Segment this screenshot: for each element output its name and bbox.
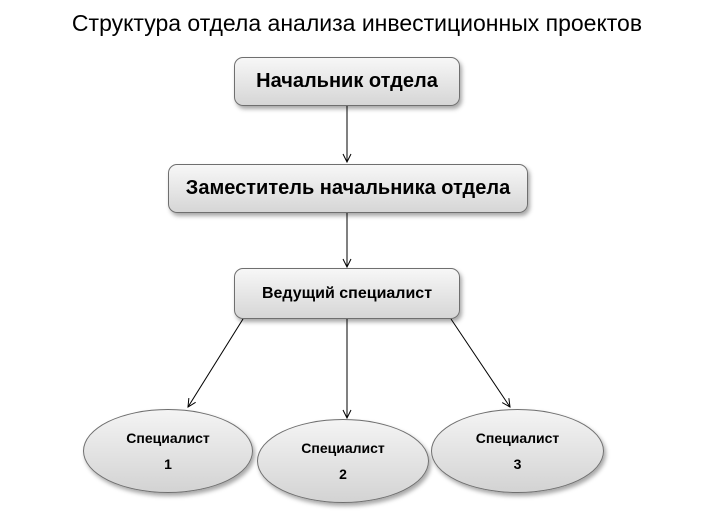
node-head: Начальник отдела — [234, 57, 460, 106]
node-deputy: Заместитель начальника отдела — [168, 164, 528, 213]
node-specialist-1: Специалист 1 — [83, 409, 253, 493]
node-specialist-2: Специалист 2 — [257, 419, 429, 503]
edge-lead-specialist-3 — [450, 318, 510, 407]
specialist-3-number: 3 — [513, 456, 522, 472]
specialist-3-label: Специалист — [475, 430, 560, 446]
specialist-1-number: 1 — [164, 456, 172, 472]
node-head-label: Начальник отдела — [256, 70, 438, 92]
node-lead: Ведущий специалист — [234, 268, 460, 319]
node-specialist-3: Специалист 3 — [431, 409, 604, 493]
diagram-title: Структура отдела анализа инвестиционных … — [71, 10, 643, 36]
specialist-2-label: Специалист — [301, 440, 385, 456]
edge-lead-specialist-1 — [188, 318, 244, 407]
node-lead-label: Ведущий специалист — [261, 284, 433, 302]
specialist-1-label: Специалист — [126, 430, 210, 446]
specialist-2-number: 2 — [339, 466, 347, 482]
node-deputy-label: Заместитель начальника отдела — [185, 177, 511, 199]
